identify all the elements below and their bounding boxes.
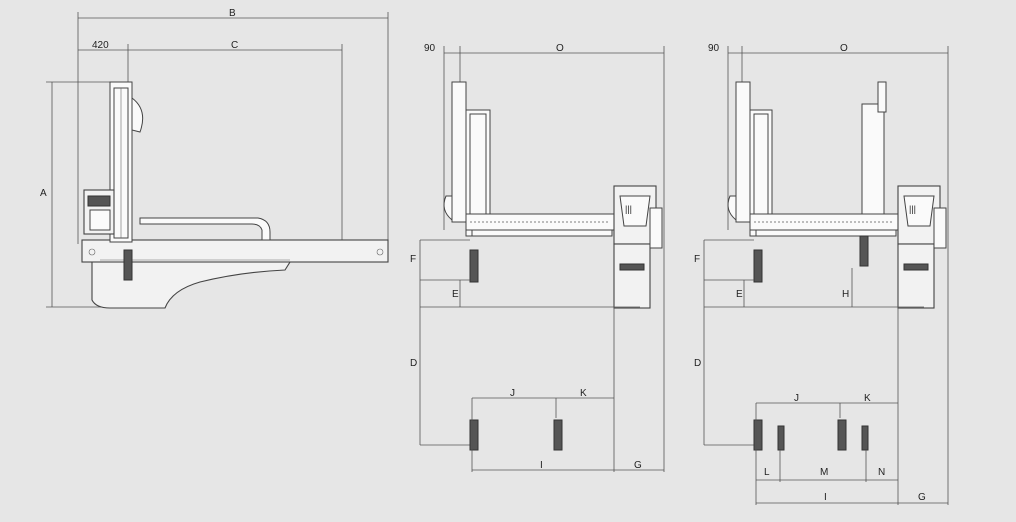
lower-gripper-1b xyxy=(553,419,563,451)
lower-gripper-2a xyxy=(753,419,763,451)
dim-90-label-1: 90 xyxy=(424,43,436,54)
machine-base xyxy=(91,261,291,309)
arm-tower-2-left xyxy=(735,81,751,223)
dim-i-label-1: I xyxy=(540,460,543,471)
dim-k-label-2: K xyxy=(864,393,871,404)
dim-f-label-1: F xyxy=(410,254,416,265)
dim-f-label-2: F xyxy=(694,254,700,265)
dim-i-label-2: I xyxy=(824,492,827,503)
lower-gripper-1a xyxy=(469,419,479,451)
dim-g-label-1: G xyxy=(634,460,642,471)
dim-h-label-2: H xyxy=(842,289,849,300)
lower-gripper-2d xyxy=(861,425,869,451)
traverse-arm xyxy=(139,217,271,241)
dim-j-label-2: J xyxy=(794,393,799,404)
dim-c-label: C xyxy=(231,40,238,51)
svg-text:|||: ||| xyxy=(625,204,632,214)
dim-k-label-1: K xyxy=(580,388,587,399)
front-view-single: 90 O ||| F E D xyxy=(410,43,665,472)
dim-e-label-1: E xyxy=(452,289,459,300)
dim-a-label: A xyxy=(40,188,47,199)
gripper-2-left xyxy=(753,249,763,283)
dim-m-label-2: M xyxy=(820,467,828,478)
svg-text:|||: ||| xyxy=(909,204,916,214)
dim-o-label-1: O xyxy=(556,43,564,54)
side-view: B 420 C A xyxy=(40,8,389,309)
machine-platen xyxy=(81,239,389,263)
dim-d-label-1: D xyxy=(410,358,417,369)
lower-gripper-2c xyxy=(837,419,847,451)
dim-j-label-1: J xyxy=(510,388,515,399)
arm-tower-1 xyxy=(451,81,467,223)
gripper-2-right xyxy=(859,235,869,267)
dim-90-label-2: 90 xyxy=(708,43,720,54)
side-gripper xyxy=(123,249,133,281)
gripper-1 xyxy=(469,249,479,283)
dim-e-label-2: E xyxy=(736,289,743,300)
dim-420-label: 420 xyxy=(92,40,109,51)
dim-o-label-2: O xyxy=(840,43,848,54)
front-view-double: 90 O ||| F E H D xyxy=(694,43,949,505)
lower-gripper-2b xyxy=(777,425,785,451)
dim-n-label-2: N xyxy=(878,467,885,478)
dim-l-label-2: L xyxy=(764,467,770,478)
dim-g-label-2: G xyxy=(918,492,926,503)
dim-b-label: B xyxy=(229,8,236,19)
dim-d-label-2: D xyxy=(694,358,701,369)
